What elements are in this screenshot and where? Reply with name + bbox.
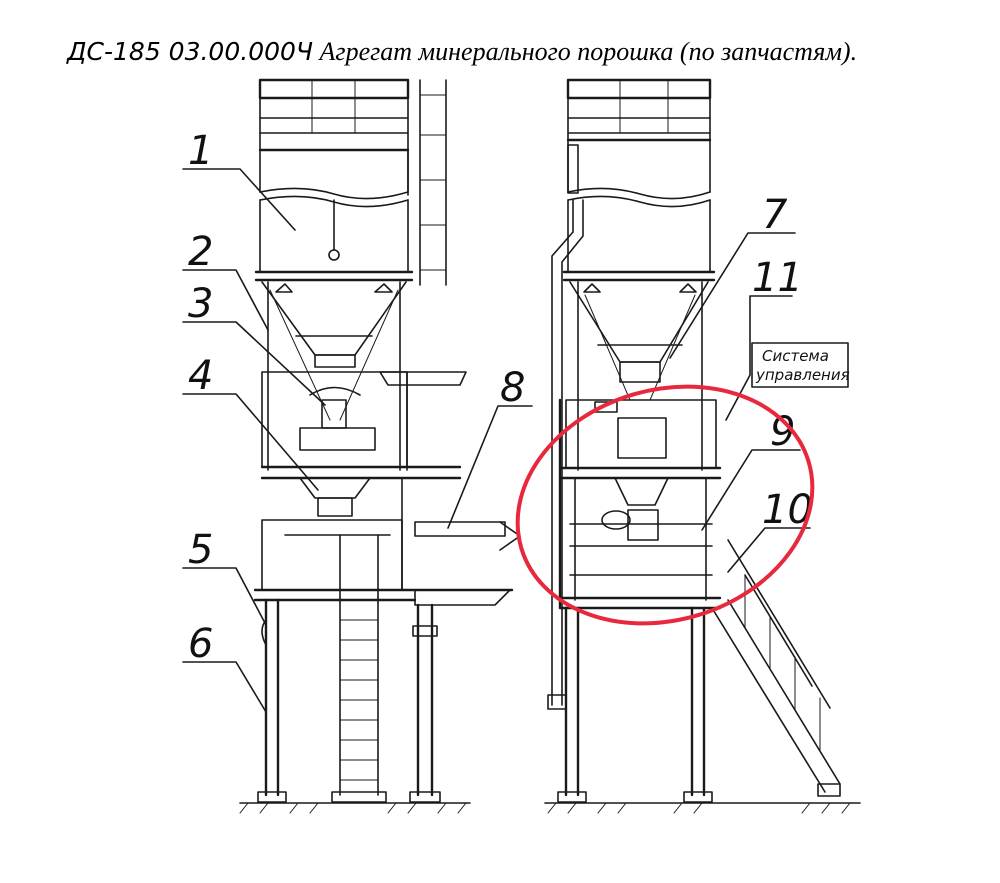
- callout-8: 8: [500, 365, 525, 411]
- callout-numbers: 1 2 3 4 5 6 7 8 9 10 11: [188, 128, 813, 667]
- drawing-code: ДС-185 03.00.000Ч: [66, 37, 313, 66]
- callout-11: 11: [752, 255, 803, 301]
- right-top-railing: [566, 78, 712, 141]
- control-system-box: Система управления: [751, 342, 850, 388]
- callout-3: 3: [188, 281, 213, 327]
- left-unit-view: [239, 78, 521, 814]
- left-top-railing: [258, 78, 447, 286]
- drawing-title: ДС-185 03.00.000Ч Агрегат минерального п…: [66, 37, 857, 66]
- callout-4: 4: [188, 353, 213, 399]
- right-stairs: [711, 539, 841, 797]
- left-ladder-rungs: [339, 599, 379, 781]
- right-silo: [562, 138, 716, 282]
- callout-1: 1: [188, 128, 213, 174]
- callout-leaders: [182, 168, 811, 713]
- callout-7: 7: [762, 192, 788, 238]
- left-ground-line: [239, 802, 471, 814]
- highlight-ellipse: [515, 384, 815, 626]
- right-side-pipe: [547, 144, 584, 710]
- right-ground-line: [544, 802, 861, 814]
- callout-2: 2: [188, 229, 213, 275]
- right-hopper-cone: [569, 281, 709, 471]
- callout-5: 5: [188, 527, 213, 573]
- right-unit-view: [544, 78, 861, 814]
- left-hopper-cone: [261, 281, 407, 471]
- right-mid-section: [558, 398, 722, 610]
- right-support-legs: [557, 606, 713, 803]
- left-support-legs: [257, 534, 441, 803]
- left-platform: [253, 465, 521, 606]
- control-box-line-1: Система: [762, 347, 829, 365]
- callout-6: 6: [188, 621, 213, 667]
- control-box-line-2: управления: [755, 366, 850, 384]
- drawing-name: Агрегат минерального порошка (по запчаст…: [313, 37, 857, 66]
- left-silo: [254, 148, 414, 282]
- left-mid-section: [261, 371, 467, 471]
